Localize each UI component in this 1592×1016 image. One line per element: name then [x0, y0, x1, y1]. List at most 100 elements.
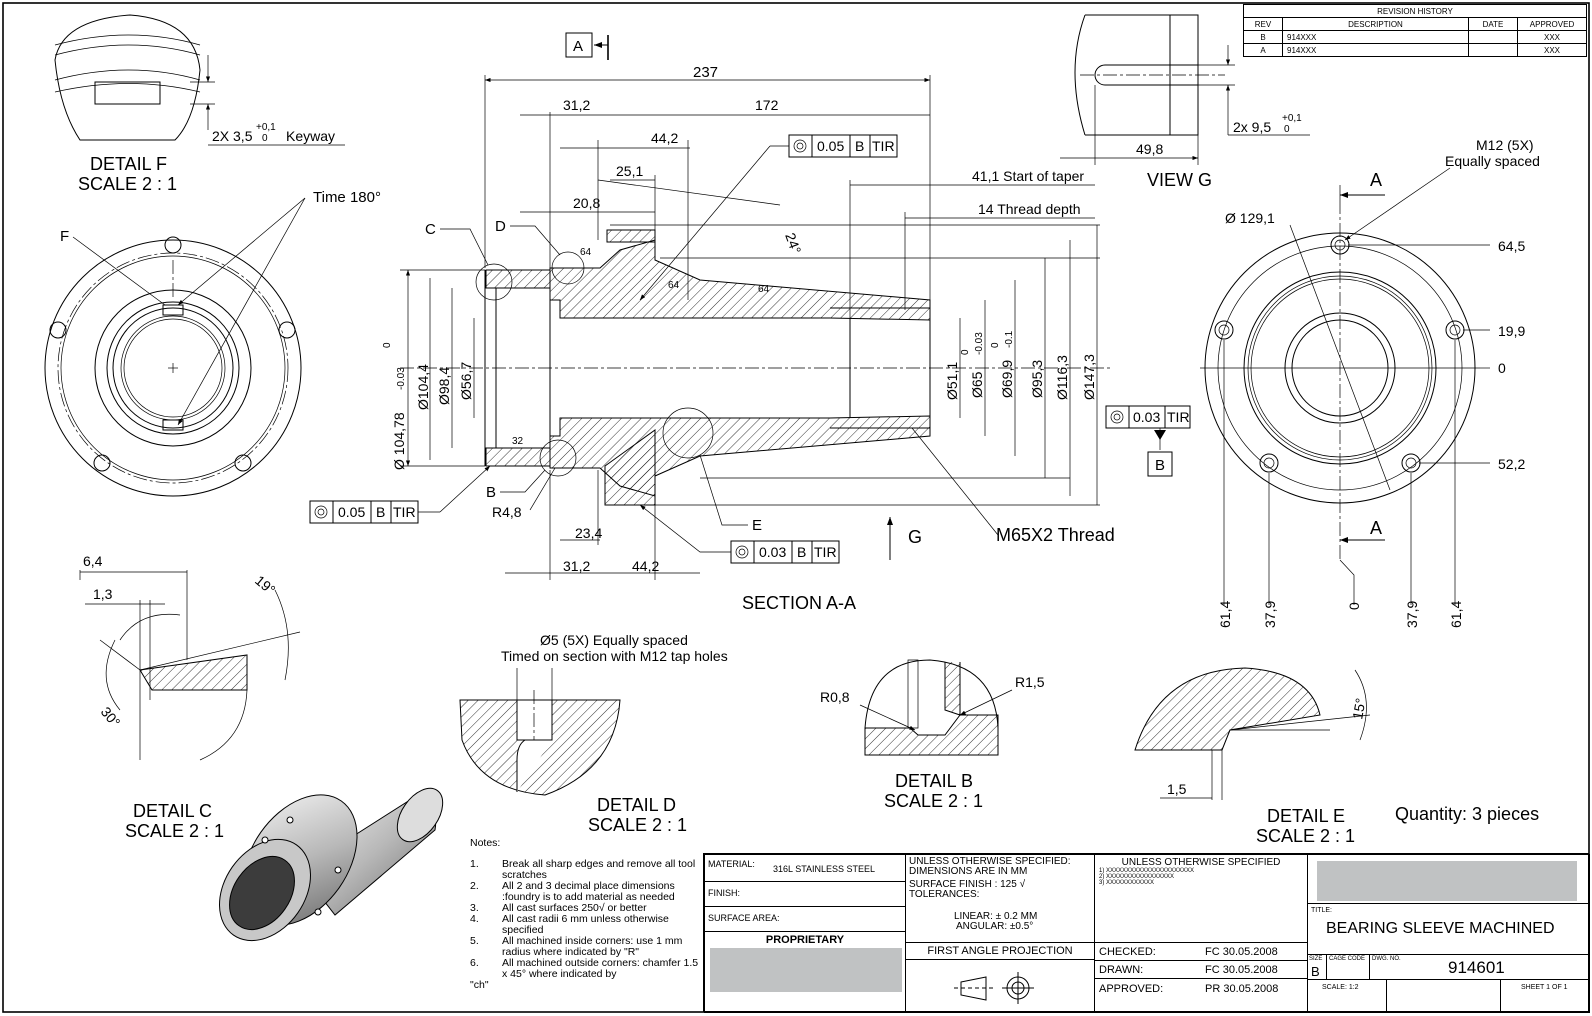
date-header: DATE — [1468, 17, 1518, 31]
tol-value: 0.03 — [1133, 409, 1160, 425]
detail-b-title: DETAIL B — [895, 771, 973, 791]
tolerance-frame-left: 0.05 B TIR — [309, 465, 491, 524]
dia-56-7: Ø56,7 — [458, 362, 474, 400]
general-tolerances-cell: UNLESS OTHERWISE SPECIFIED: DIMENSIONS A… — [905, 854, 1095, 943]
finish-cell: FINISH: — [704, 881, 906, 907]
tolerances-label: TOLERANCES: — [909, 889, 980, 900]
dim-6-4: 6,4 — [83, 553, 103, 569]
angle-15: 15° — [1349, 697, 1368, 721]
drawing-title: BEARING SLEEVE MACHINED — [1326, 920, 1555, 937]
dia-95-3: Ø95,3 — [1029, 360, 1045, 398]
note-number: 1. — [470, 858, 479, 870]
coord-y: 0 — [1498, 360, 1506, 376]
detail-f-title: DETAIL F — [90, 154, 167, 174]
keyway-label: Keyway — [286, 128, 335, 144]
isometric-view — [219, 787, 444, 942]
rev-cell: A — [1243, 43, 1283, 57]
radius-r0-8: R0,8 — [820, 689, 850, 705]
detail-d-scale: SCALE 2 : 1 — [588, 815, 687, 835]
note-text: All machined outside corners: chamfer 1.… — [502, 957, 699, 980]
view-g-arrow-label: G — [908, 527, 922, 547]
angular-tolerance: ANGULAR: ±0.5° — [956, 921, 1034, 932]
description-cell: 914XXX — [1282, 43, 1469, 57]
pcd-129-1: Ø 129,1 — [1225, 210, 1275, 226]
logo-cell — [1307, 854, 1590, 904]
scale-cell: SCALE: 1:2 — [1307, 979, 1387, 1013]
drawn-value: FC 30.05.2008 — [1205, 964, 1278, 976]
front-view-right: Ø 129,1 M12 (5X) Equally spaced A A 64,5… — [1200, 137, 1540, 628]
dwg-no-label: DWG. NO. — [1372, 956, 1401, 962]
tap-note: Equally spaced — [1445, 153, 1540, 169]
size-label: SIZE — [1309, 956, 1323, 962]
dia-69-9-tol-lower: -0.1 — [1004, 330, 1015, 348]
material-cell: MATERIAL: 316L STAINLESS STEEL — [704, 854, 906, 882]
tap-callout: M12 (5X) — [1476, 137, 1534, 153]
tol-value: 0.05 — [817, 138, 844, 154]
finish-mark: 32 — [512, 436, 524, 447]
dia-104-78-tol-lower: -0.03 — [396, 367, 407, 390]
note-number: 2. — [470, 880, 479, 892]
description-cell: 914XXX — [1282, 30, 1469, 44]
dim-172: 172 — [755, 97, 779, 113]
dimensions-units: DIMENSIONS ARE IN MM — [909, 866, 1028, 877]
tolerance-frame-top: 0.05 B TIR — [639, 134, 898, 301]
approved-row: APPROVED: PR 30.05.2008 — [1094, 978, 1308, 1013]
dim-49-8: 49,8 — [1136, 141, 1163, 157]
sheet-value: SHEET 1 OF 1 — [1521, 984, 1568, 991]
note-item: 4.All cast radii 6 mm unless otherwise s… — [470, 914, 700, 936]
dim-23-4: 23,4 — [575, 525, 602, 541]
dim-thread-depth: 14 Thread depth — [978, 201, 1081, 217]
note-text: All 2 and 3 decimal place dimensions :fo… — [502, 880, 675, 903]
thread-callout: M65X2 Thread — [996, 525, 1115, 545]
note-number: 4. — [470, 913, 479, 925]
revision-history-title: REVISION HISTORY — [1243, 4, 1587, 18]
size-value: B — [1311, 964, 1320, 979]
slot-tol-upper: +0,1 — [1282, 113, 1302, 124]
table-row: A 914XXX XXX — [1243, 43, 1587, 57]
detail-c: 6,4 1,3 19° 30° DETAIL C SCALE 2 : 1 — [79, 553, 301, 841]
note-number: 6. — [470, 957, 479, 969]
keyway-dim: 2X 3,5 — [212, 128, 253, 144]
dim-25-1: 25,1 — [616, 163, 643, 179]
surface-area-cell: SURFACE AREA: — [704, 906, 906, 932]
section-arrow-a-bottom: A — [1370, 518, 1382, 538]
surface-area-label: SURFACE AREA: — [708, 913, 780, 923]
section-arrow-a-top: A — [1370, 170, 1382, 190]
unless-specified: UNLESS OTHERWISE SPECIFIED: — [909, 856, 1071, 867]
view-g-title: VIEW G — [1147, 170, 1212, 190]
drawn-row: DRAWN:FC 30.05.2008 — [1094, 960, 1308, 979]
title-cell: TITLE: BEARING SLEEVE MACHINED — [1307, 903, 1590, 955]
surface-finish: SURFACE FINISH : 125 √ — [909, 879, 1026, 890]
note-number: 3. — [470, 902, 479, 914]
approved-label: APPROVED: — [1099, 983, 1164, 995]
unless-item: 2) XXXXXXXXXXXXXXXXX — [1099, 874, 1175, 880]
redacted-logo — [1317, 861, 1577, 901]
notes-title: Notes: — [470, 837, 501, 849]
slot-tol-lower: 0 — [1284, 124, 1290, 135]
table-row: B 914XXX XXX — [1243, 30, 1587, 44]
tol-mod: TIR — [814, 544, 837, 560]
dia-65-tol-upper: 0 — [960, 349, 971, 355]
detail-e-scale: SCALE 2 : 1 — [1256, 826, 1355, 846]
coord-x: 61,4 — [1217, 601, 1233, 628]
date-cell — [1468, 43, 1518, 57]
material-value: 316L STAINLESS STEEL — [773, 864, 876, 874]
dia-104-78: Ø 104,78 — [391, 412, 407, 470]
detail-f-scale: SCALE 2 : 1 — [78, 174, 177, 194]
radius-r1-5: R1,5 — [1015, 674, 1045, 690]
label-detail-c: C — [425, 221, 436, 238]
tol-mod: TIR — [393, 504, 416, 520]
sheet-cell: SHEET 1 OF 1 — [1500, 979, 1590, 1013]
approved-value: PR 30.05.2008 — [1205, 983, 1279, 995]
projection-label: FIRST ANGLE PROJECTION — [905, 942, 1095, 960]
finish-mark: 64 — [758, 284, 770, 295]
section-title: SECTION A-A — [742, 593, 856, 613]
detail-e: 15° 1,5 DETAIL E SCALE 2 : 1 — [1134, 667, 1371, 846]
front-view-left: F Time 180° — [44, 189, 381, 497]
finish-mark: 64 — [580, 247, 592, 258]
tol-datum: B — [855, 138, 864, 154]
hole-timing-note: Timed on section with M12 tap holes — [501, 648, 728, 664]
tol-mod: TIR — [1167, 409, 1190, 425]
dia-147-3: Ø147,3 — [1081, 354, 1097, 400]
hole-callout: Ø5 (5X) Equally spaced — [540, 632, 688, 648]
